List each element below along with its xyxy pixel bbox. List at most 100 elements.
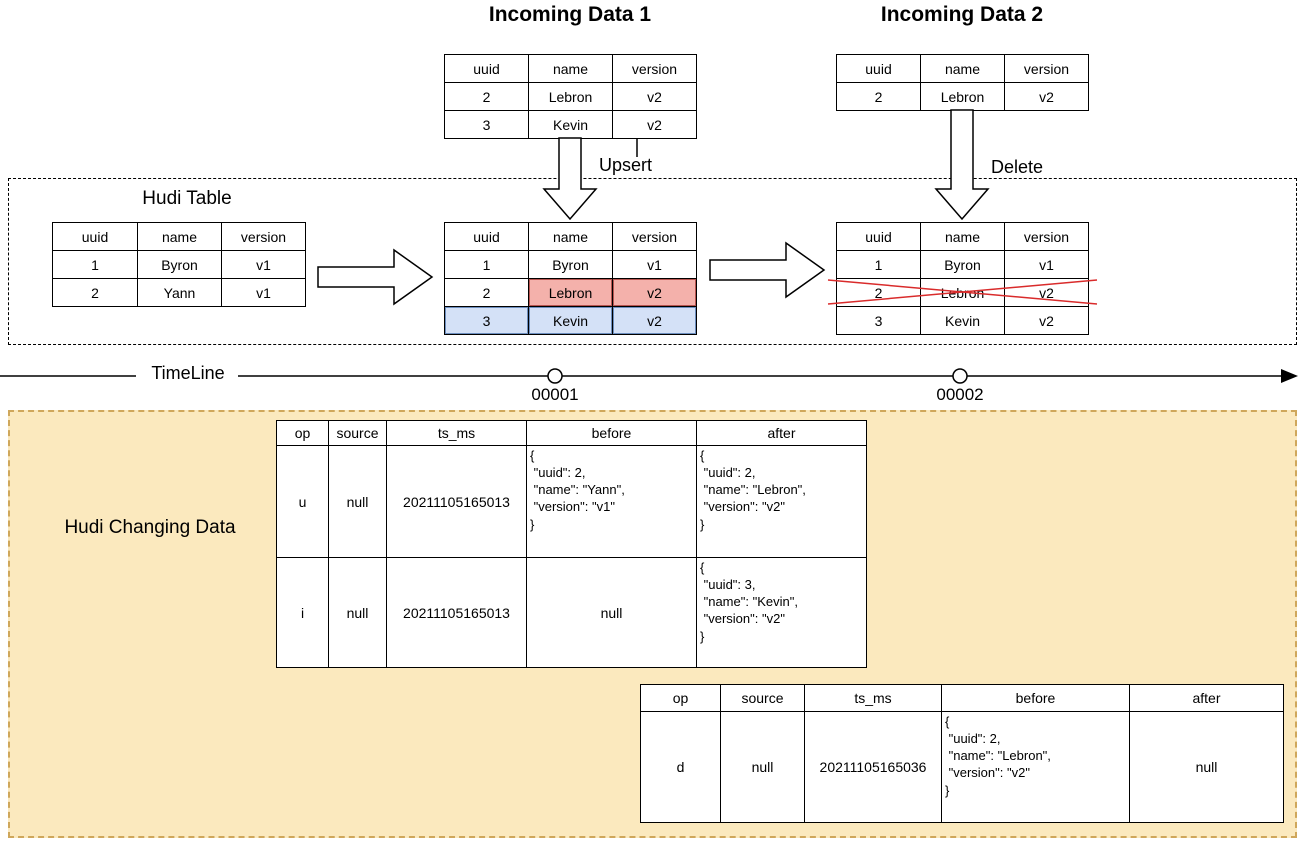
table-cell: null (526, 557, 697, 668)
timeline-commit-2-marker (952, 368, 968, 384)
column-header: name (528, 222, 613, 251)
table-cell: v2 (1004, 82, 1089, 111)
column-header: uuid (836, 222, 921, 251)
column-header: name (920, 222, 1005, 251)
column-header: version (612, 54, 697, 83)
upsert-label: Upsert (599, 155, 653, 175)
table-cell: v2 (612, 110, 697, 139)
table-cell: 2 (836, 82, 921, 111)
table-cell: Kevin (528, 306, 613, 335)
table-cell: Lebron (528, 278, 613, 307)
table-cell: 20211105165013 (386, 445, 527, 558)
table-cell: 20211105165013 (386, 557, 527, 668)
table-cell: d (640, 711, 721, 823)
table-cell: Byron (920, 250, 1005, 279)
table-cell: { "uuid": 2, "name": "Lebron", "version"… (696, 445, 867, 558)
table-cell: 2 (52, 278, 138, 307)
column-header: name (528, 54, 613, 83)
timeline-commit-2-label: 00002 (936, 385, 984, 404)
table-cell: v2 (1004, 306, 1089, 335)
hudi-changing-data-label: Hudi Changing Data (64, 517, 236, 538)
delete-label: Delete (991, 157, 1044, 177)
table-cell: null (328, 445, 387, 558)
column-header: ts_ms (386, 420, 527, 446)
column-header: name (920, 54, 1005, 83)
table-cell: 1 (836, 250, 921, 279)
table-cell: v1 (221, 250, 306, 279)
table-cell: 3 (836, 306, 921, 335)
table-cell: Lebron (920, 82, 1005, 111)
column-header: version (1004, 222, 1089, 251)
table-cell: null (328, 557, 387, 668)
column-header: op (640, 684, 721, 712)
column-header: uuid (444, 54, 529, 83)
column-header: uuid (52, 222, 138, 251)
column-header: version (1004, 54, 1089, 83)
table-cell: Yann (137, 278, 222, 307)
table-cell: u (276, 445, 329, 558)
table-cell: v2 (612, 278, 697, 307)
table-cell: Byron (528, 250, 613, 279)
timeline-commit-1-marker (547, 368, 563, 384)
table-cell: Byron (137, 250, 222, 279)
table-cell: v1 (1004, 250, 1089, 279)
hudi-table-label: Hudi Table (142, 188, 232, 209)
column-header: before (941, 684, 1130, 712)
column-header: uuid (836, 54, 921, 83)
column-header: after (1129, 684, 1284, 712)
table-cell: v1 (221, 278, 306, 307)
table-cell: { "uuid": 3, "name": "Kevin", "version":… (696, 557, 867, 668)
table-cell: Lebron (920, 278, 1005, 307)
column-header: op (276, 420, 329, 446)
timeline-arrowhead-icon (1281, 369, 1298, 383)
table-cell: i (276, 557, 329, 668)
table-cell: v2 (1004, 278, 1089, 307)
hudi-table-container (8, 178, 1297, 345)
table-cell: null (1129, 711, 1284, 823)
table-cell: 2 (444, 278, 529, 307)
column-header: ts_ms (804, 684, 942, 712)
column-header: source (328, 420, 387, 446)
table-row: d null 20211105165036{ "uuid": 2, "name": … (640, 711, 1284, 823)
table-cell: 20211105165036 (804, 711, 942, 823)
incoming-data-1-title: Incoming Data 1 (488, 3, 652, 26)
table-cell: { "uuid": 2, "name": "Lebron", "version"… (941, 711, 1130, 823)
table-cell: 3 (444, 110, 529, 139)
column-header: after (696, 420, 867, 446)
table-cell: Kevin (920, 306, 1005, 335)
column-header: uuid (444, 222, 529, 251)
column-header: version (612, 222, 697, 251)
table-cell: Kevin (528, 110, 613, 139)
table-cell: v1 (612, 250, 697, 279)
column-header: before (526, 420, 697, 446)
incoming-data-2-title: Incoming Data 2 (880, 3, 1044, 26)
table-cell: v2 (612, 306, 697, 335)
table-cell: Lebron (528, 82, 613, 111)
column-header: source (720, 684, 805, 712)
table-cell: 3 (444, 306, 529, 335)
